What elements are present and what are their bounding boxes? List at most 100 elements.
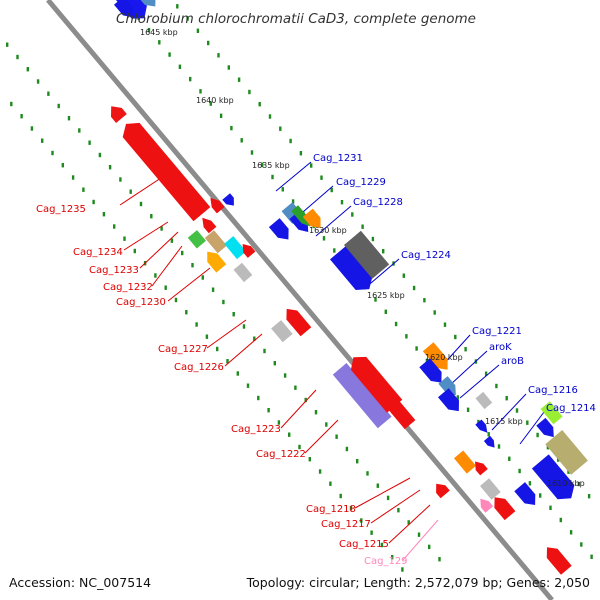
leader-line [139,231,179,269]
leader-line [370,489,421,524]
dot [147,27,151,33]
dot [423,298,426,303]
dot [71,175,75,180]
dot [201,275,204,280]
dot [314,410,318,415]
gene-arrow [494,497,516,521]
gene-arrow [114,0,134,18]
dot [299,151,303,156]
dot [376,483,379,488]
dot [78,128,81,133]
dot [405,334,408,339]
gene-arrow [122,122,211,222]
dot [150,214,153,219]
dot [102,212,106,217]
forward-gene-labels: Cag_1231 Cag_1229 Cag_1228 Cag_1224 Cag_… [313,153,596,414]
gene-label: aroB [501,356,524,367]
dot [123,236,126,241]
dot [495,383,498,389]
dot [236,371,239,376]
gene-label: Cag_1223 [231,424,281,435]
gene-arrow [302,208,321,229]
gene-arrow [514,482,536,505]
genome-summary-text: Topology: circular; Length: 2,572,079 bp… [246,575,590,590]
dot [219,113,223,118]
gene-arrow [330,245,373,290]
tick-label: 1615 kbp [485,417,523,426]
dot [539,493,542,498]
dot [438,557,441,562]
dot [412,285,416,291]
dot [397,508,400,513]
gene-arrow [545,430,588,475]
dot [209,101,212,106]
dot [240,138,243,143]
tick-labels: 1645 kbp 1640 kbp 1635 kbp 1630 kbp 1625… [140,28,585,488]
gene-label: Cag_1234 [73,247,123,258]
dot [160,226,163,231]
dot [298,444,301,450]
dot [261,162,264,167]
gene-arrows [111,0,588,575]
leader-line [280,389,317,429]
dot [356,459,359,464]
leader-line [402,519,439,561]
tick-label: 1620 kbp [425,353,463,362]
dot [98,152,102,158]
dot [129,189,132,194]
dot [250,150,254,155]
dot [230,125,233,131]
leader-line [354,477,411,509]
gene-arrow [204,230,227,254]
dot [577,481,580,487]
gene-arrow [224,236,247,260]
gene-label: Cag_1230 [116,297,166,308]
dot [164,285,167,290]
dot [279,126,282,131]
genome-backbone [46,0,554,600]
gene-arrow [475,391,493,410]
leader-line [224,333,263,367]
reverse-gene-labels: Cag_1235 Cag_1234 Cag_1233 Cag_1232 Cag_… [36,204,408,567]
dot [288,432,291,437]
tick-label: 1645 kbp [140,28,178,37]
dot [322,236,326,241]
dot [291,199,295,204]
leader-line [304,419,339,454]
dot [205,334,209,339]
gene-arrow [419,358,442,383]
dot [67,116,71,121]
dot [374,297,377,302]
dot [273,361,276,366]
dot [526,420,529,425]
dot [330,187,333,193]
dot [382,249,385,254]
gene-arrow [233,262,253,283]
gene-arrow [187,230,206,249]
dot [51,150,54,156]
gene-label: Cag_1229 [336,177,386,188]
dot [580,542,583,547]
gene-label: Cag_1216 [528,385,578,396]
dot [477,419,480,425]
dot [191,263,194,268]
dot [108,165,112,170]
dot [158,40,161,45]
dot [263,348,266,354]
dot [371,236,375,242]
dot [20,114,23,119]
dot [242,324,246,329]
dot [257,395,260,401]
dot [384,309,387,314]
gene-label: Cag_129 [364,556,408,567]
dot [590,554,593,559]
dot [217,53,220,58]
dot [497,444,501,449]
gene-arrow [111,106,127,123]
tick-label: 1610 kbp [547,479,585,488]
tick-label: 1630 kbp [309,226,347,235]
dot [304,397,307,403]
gene-arrow [286,308,312,337]
dot [443,322,447,327]
dot [57,103,60,109]
